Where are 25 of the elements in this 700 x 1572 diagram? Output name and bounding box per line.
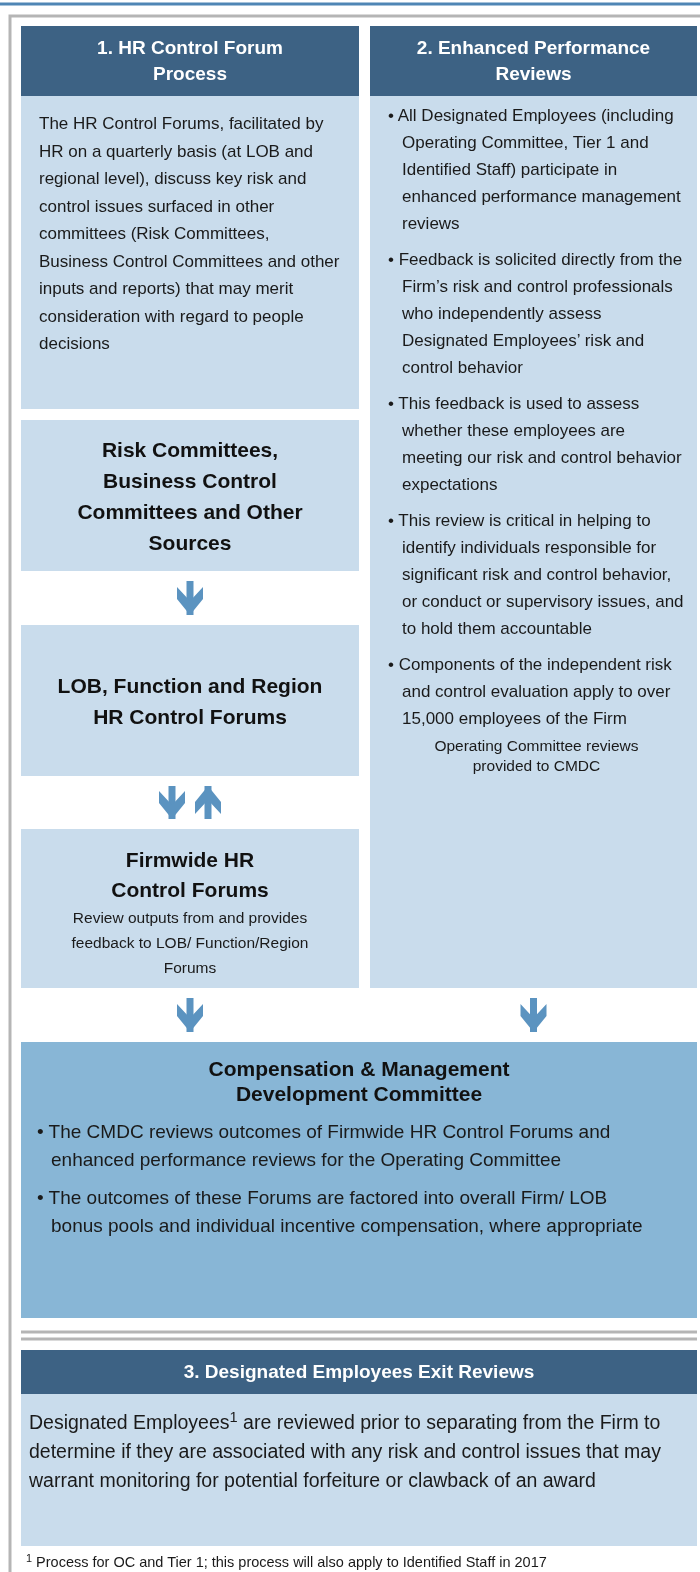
committee-box — [21, 1042, 697, 1318]
box-title: LOB, Function and Region HR Control Forums — [56, 672, 324, 730]
box-description: Review outputs from and provides feedback to LOB/ Function/Region Forums — [70, 908, 310, 978]
box-title: Risk Committees, Business Control Committees and Other Sources — [76, 436, 304, 556]
bullet-point: • Components of the independent risk and control evaluation apply to over 15,000 employees of the Firm — [387, 654, 673, 730]
panel-heading: 2. Enhanced Performance Reviews — [370, 26, 697, 96]
process-box — [21, 625, 359, 776]
bullet-point: • This review is critical in helping to identify individuals responsible for significant risk and control behavior, or conduct or supervisory issues, and to hold them accountable — [387, 510, 685, 640]
panel-heading: 1. HR Control Forum Process — [21, 26, 359, 96]
panel-heading: 3. Designated Employees Exit Reviews — [21, 1350, 697, 1394]
process-box — [21, 420, 359, 571]
bullet-point: • The outcomes of these Forums are factored into overall Firm/ LOB bonus pools and individual incentive compensation, where appropriate — [36, 1186, 644, 1238]
process-box — [21, 829, 359, 988]
description-text: The HR Control Forums, facilitated by HR on a quarterly basis (at LOB and regional level), discuss key risk and control issues surfaced in other committees (Risk Committees, Business Control Committees and other inputs and reports) that may merit consideration with regard to people decisions — [38, 113, 341, 355]
process-panel — [21, 26, 359, 409]
note-text: Operating Committee reviews provided to CMDC — [433, 736, 640, 776]
box-title: Compensation & Management Development Committee — [207, 1056, 511, 1106]
process-panel — [370, 26, 697, 988]
bullet-point: • This feedback is used to assess whether these employees are meeting our risk and control behavior expectations — [387, 393, 683, 496]
box-title: Firmwide HR Control Forums — [110, 847, 270, 903]
footnote: $^{1}$ Process for OC and Tier 1; this process will also apply to Identified Staff in 2017 — [26, 1553, 547, 1571]
description-text: Designated Employees$^{1}$ are reviewed prior to separating from the Firm to determine if they are associated with any risk and control issues that may warrant monitoring for potential forfeiture or clawback of an award — [28, 1407, 662, 1493]
bullet-point: • The CMDC reviews outcomes of Firmwide HR Control Forums and enhanced performance reviews for the Operating Committee — [36, 1120, 612, 1172]
bullet-point: • All Designated Employees (including Operating Committee, Tier 1 and Identified Staff) participate in enhanced performance management reviews — [387, 105, 682, 235]
bullet-point: • Feedback is solicited directly from the Firm’s risk and control professionals who independently assess Designated Employees’ risk and control behavior — [387, 249, 684, 379]
